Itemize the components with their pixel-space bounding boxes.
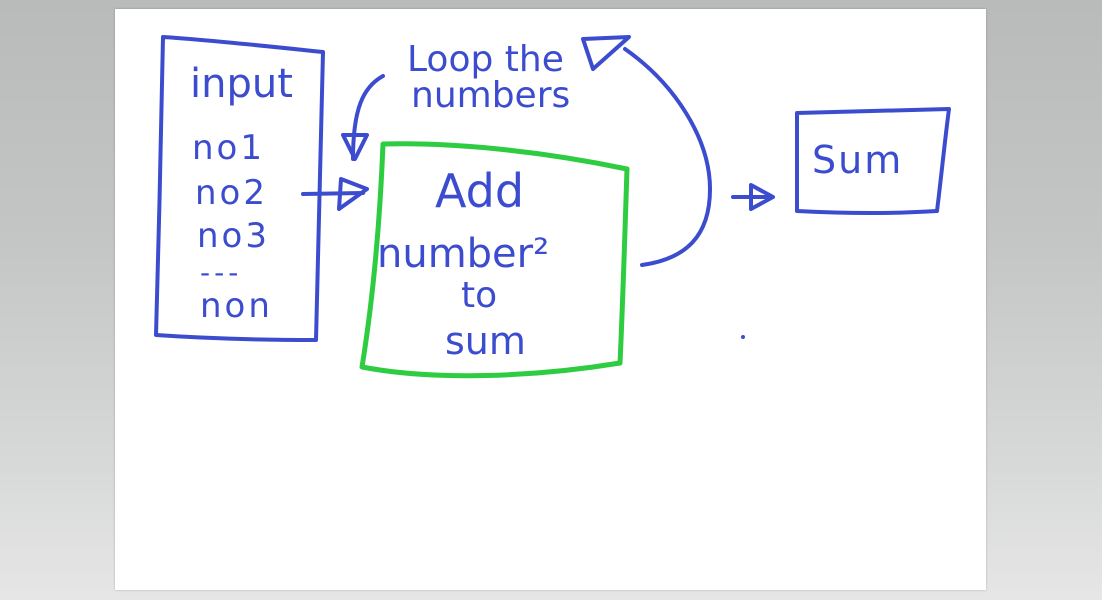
input-item-ellipsis: ---: [200, 256, 242, 289]
process-line3: to: [461, 275, 497, 316]
input-item-n: non: [200, 286, 273, 326]
input-box: [154, 35, 325, 342]
loop-label-line1: Loop the: [407, 39, 564, 80]
input-item-1: no1: [192, 128, 265, 168]
process-box: [359, 141, 630, 379]
sum-label: Sum: [812, 138, 903, 182]
loop-arrow-in: [341, 74, 385, 161]
whiteboard-canvas[interactable]: input no1 no2 no3 --- non Loop the numbe…: [115, 9, 986, 590]
stray-dot: [741, 335, 745, 339]
loop-label-line2: numbers: [411, 75, 570, 116]
process-line4: sum: [445, 319, 526, 363]
flow-diagram: input no1 no2 no3 --- non Loop the numbe…: [154, 35, 951, 379]
input-item-3: no3: [197, 216, 270, 256]
sum-box: [794, 107, 951, 215]
input-box-title: input: [190, 61, 293, 107]
input-item-2: no2: [195, 173, 268, 213]
loop-back-arc: [623, 47, 712, 267]
arrow-process-to-sum: [731, 183, 775, 211]
loop-back-arrowhead: [581, 35, 631, 71]
process-line2: number²: [377, 231, 549, 277]
arrow-input-to-process: [301, 177, 369, 211]
process-line1: Add: [435, 164, 524, 218]
